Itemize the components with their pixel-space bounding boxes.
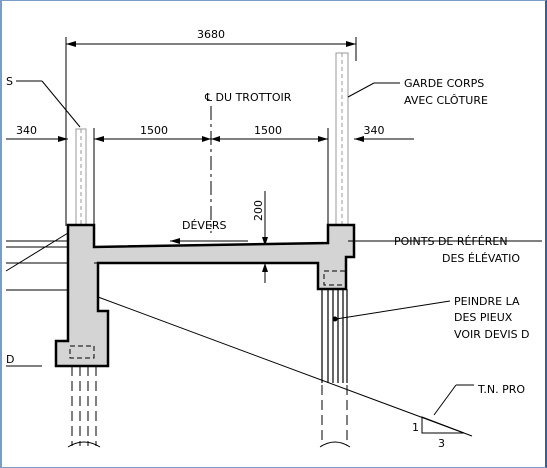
existing-slab-lines	[5, 232, 318, 291]
label-left-d: D	[6, 353, 14, 366]
right-pile-below	[321, 385, 348, 446]
dim-right-half: 1500	[254, 124, 282, 137]
pile-tips	[67, 441, 351, 448]
right-railing-with-fence	[335, 52, 349, 226]
pile-cap-hidden-lines	[69, 270, 347, 359]
label-ref-line2: DES ÉLÉVATIO	[442, 252, 520, 265]
label-paint-line3: VOIR DEVIS D	[454, 328, 530, 341]
leader-lines	[6, 80, 542, 416]
left-piles	[71, 366, 97, 446]
dim-left-half: 1500	[140, 124, 168, 137]
natural-ground-line	[97, 296, 473, 437]
deck-slab	[54, 223, 356, 368]
left-railing-post	[75, 128, 87, 226]
label-paint-line2: DES PIEUX	[454, 311, 513, 324]
label-paint-line1: PEINDRE LA	[454, 295, 520, 308]
label-left-cut: S	[6, 75, 13, 88]
dim-slab-thickness: 200	[252, 200, 265, 221]
slope-triangle	[421, 416, 465, 434]
label-centerline: ℄ DU TROTTOIR	[204, 91, 292, 104]
label-railing-line2: AVEC CLÔTURE	[404, 94, 488, 107]
label-railing-line1: GARDE CORPS	[404, 77, 484, 90]
pile-paint-marker	[332, 316, 338, 322]
label-slope-rise: 1	[412, 421, 419, 434]
label-slope-run: 3	[438, 437, 445, 450]
dim-right-small: 340	[364, 124, 385, 137]
dim-left-small: 340	[16, 124, 37, 137]
dim-overall: 3680	[197, 28, 225, 41]
dimension-arrowheads	[58, 41, 364, 272]
label-devers: DÉVERS	[182, 219, 227, 232]
label-ref-line1: POINTS DE RÉFÉREN	[394, 235, 508, 248]
right-pile-painted	[321, 289, 348, 383]
label-ground: T.N. PRO	[477, 383, 525, 396]
